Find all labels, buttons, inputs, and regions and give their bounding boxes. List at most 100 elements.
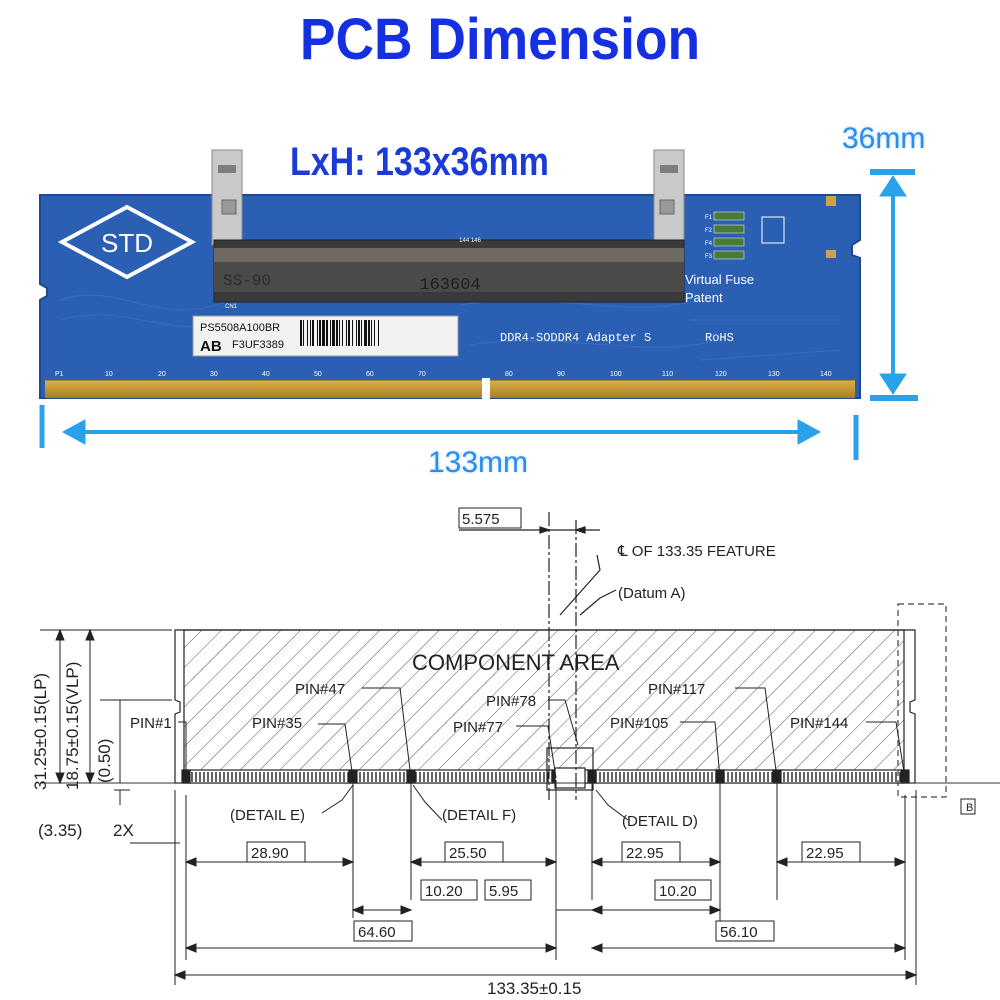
- fuse-label: F3: [705, 254, 713, 260]
- label-line2: F3UF3389: [232, 339, 284, 351]
- dim-2x: 2X: [113, 821, 134, 840]
- board-text: DDR4-SODDR4 Adapter S: [500, 331, 651, 345]
- detail-e-label: (DETAIL E): [230, 807, 305, 824]
- detail-f-label: (DETAIL F): [442, 807, 516, 824]
- pin-scale-label: 10: [105, 371, 113, 378]
- virtual-fuse-text: Virtual Fuse: [685, 272, 754, 287]
- detail-d-label: (DETAIL D): [622, 813, 698, 830]
- barcode-bar: [303, 320, 304, 346]
- pin-scale-label: 80: [505, 371, 513, 378]
- pin-scale-label: 70: [418, 371, 426, 378]
- barcode-bar: [378, 320, 379, 346]
- dim-boxes: [246, 507, 976, 942]
- fuse-array: F1 F2 F4 F3: [705, 211, 745, 260]
- pin-scale-label: 20: [158, 371, 166, 378]
- barcode-bar: [352, 320, 353, 346]
- size-label: LxH: 133x36mm: [290, 140, 549, 184]
- detail-box-right: [897, 603, 947, 798]
- barcode-bar: [300, 320, 302, 346]
- dim-5610: 56.10: [720, 924, 758, 941]
- height-dimension: [870, 169, 918, 401]
- component-area-label: COMPONENT AREA: [412, 650, 620, 675]
- pin35-label: PIN#35: [252, 715, 302, 732]
- pin-scale-label: 100: [610, 371, 622, 378]
- barcode-bar: [371, 320, 372, 346]
- pin-scale-label: 120: [715, 371, 727, 378]
- barcode-bar: [339, 320, 340, 346]
- pin-scale-label: 130: [768, 371, 780, 378]
- barcode-bar: [307, 320, 308, 346]
- right-latch: [653, 149, 685, 246]
- pin-leaders: [178, 687, 906, 821]
- barcode-bar: [342, 320, 343, 346]
- barcode-bar: [330, 320, 331, 346]
- pin47-label: PIN#47: [295, 681, 345, 698]
- gold-fingers: [45, 380, 855, 398]
- dim-5575: 5.575: [462, 511, 500, 528]
- barcode-bar: [332, 320, 335, 346]
- barcode-bar: [310, 320, 311, 346]
- pin-scale-label: 50: [314, 371, 322, 378]
- std-logo: [57, 204, 197, 280]
- barcode-bar: [326, 320, 328, 346]
- barcode-bar: [361, 320, 362, 346]
- bottom-dimensions: [173, 780, 918, 985]
- label-line1: PS5508A100BR: [200, 322, 280, 334]
- barcode-bar: [317, 320, 318, 346]
- pcb-photo: STD SS-90 163604 144 146 CN1 PS5508A100B…: [39, 149, 861, 400]
- barcode-bar: [312, 320, 314, 346]
- label-ab: AB: [200, 338, 222, 355]
- barcode-bar: [374, 320, 375, 346]
- detail-d-box: [546, 747, 594, 791]
- height-label: 36mm: [842, 122, 926, 155]
- page-title: PCB Dimension: [299, 7, 701, 72]
- dim-total: 133.35±0.15: [487, 979, 581, 998]
- pin-scale-label: 40: [262, 371, 270, 378]
- pin-scale-label: 140: [820, 371, 832, 378]
- dim-2295-b: 22.95: [806, 845, 844, 862]
- dim-lp: 31.25±0.15(LP): [31, 673, 50, 790]
- barcode-bar: [346, 320, 347, 346]
- barcode-label: [192, 315, 459, 357]
- chip-marking: 163604: [419, 276, 480, 295]
- rohs-text: RoHS: [705, 331, 734, 345]
- left-dimensions: [40, 628, 1000, 844]
- cn-label: CN1: [225, 304, 238, 310]
- fuse-label: F2: [705, 228, 713, 234]
- pin144-label: PIN#144: [790, 715, 848, 732]
- patent-text: Patent: [685, 290, 723, 305]
- dim-1020-a: 10.20: [425, 883, 463, 900]
- barcode-bar: [336, 320, 338, 346]
- barcode-bar: [356, 320, 357, 346]
- barcode-bar: [319, 320, 321, 346]
- std-logo-text: STD: [101, 228, 153, 258]
- barcode-bar: [348, 320, 350, 346]
- pin105-label: PIN#105: [610, 715, 668, 732]
- barcode-bar: [322, 320, 325, 346]
- dim-2295-a: 22.95: [626, 845, 664, 862]
- pin-scale-label: 110: [662, 371, 673, 378]
- barcode-bar: [364, 320, 367, 346]
- pin1-label: PIN#1: [130, 715, 172, 732]
- pin-scale-label: 60: [366, 371, 374, 378]
- dim-6460: 64.60: [358, 924, 396, 941]
- centerline-note: ℄ OF 133.35 FEATURE: [617, 543, 776, 560]
- dim-050: (0.50): [95, 739, 114, 783]
- datum-a-note: (Datum A): [618, 585, 686, 602]
- pin77-label: PIN#77: [453, 719, 503, 736]
- chip-marking-left: SS-90: [223, 272, 271, 290]
- dim-2890: 28.90: [251, 845, 289, 862]
- datum-b-label: B: [966, 802, 973, 814]
- fuse-label: F4: [705, 241, 713, 247]
- pin-scale-label: 30: [210, 371, 218, 378]
- dim-2550: 25.50: [449, 845, 487, 862]
- component-area: [183, 629, 905, 781]
- barcode-bar: [358, 320, 360, 346]
- length-label: 133mm: [428, 446, 529, 479]
- dim-335: (3.35): [38, 821, 82, 840]
- pin-scale-label: P1: [55, 371, 64, 378]
- pin117-label: PIN#117: [648, 681, 705, 698]
- slot-numbers: 144 146: [459, 238, 481, 244]
